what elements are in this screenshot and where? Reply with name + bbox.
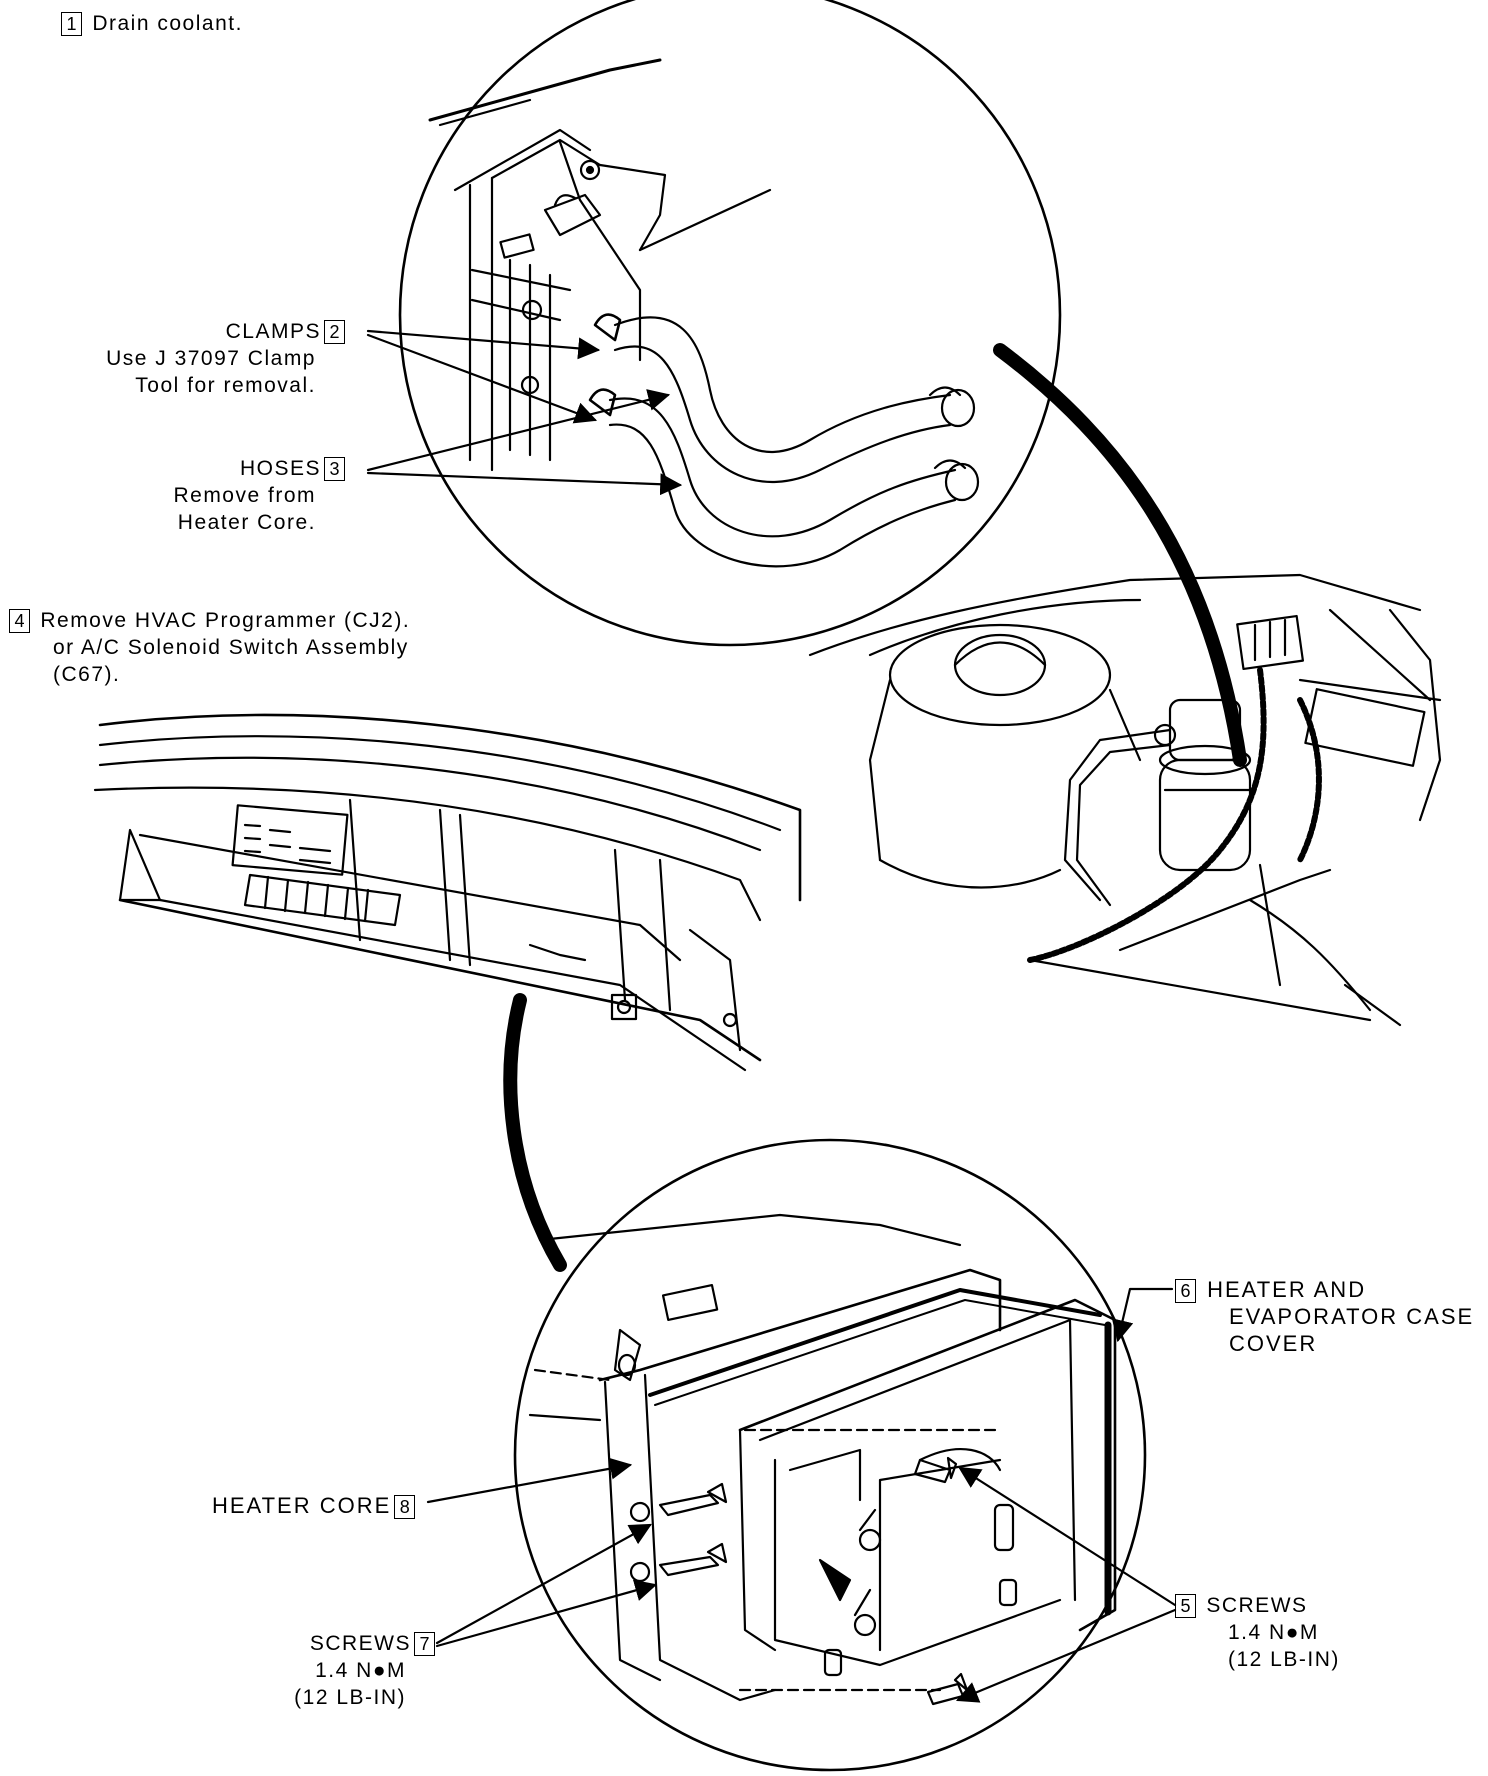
step-3-title: HOSES bbox=[239, 457, 321, 480]
screw-7a bbox=[629, 1482, 728, 1523]
step-2-number-box: 2 bbox=[324, 320, 345, 345]
step-4-line3: (C67). bbox=[53, 663, 121, 686]
step-2-line1: Use J 37097 Clamp bbox=[106, 347, 316, 370]
step-1-number-box: 1 bbox=[61, 12, 82, 37]
step-7-line1: 1.4 N●M bbox=[315, 1659, 406, 1682]
hose-detail-circle bbox=[398, 0, 1062, 647]
step-1-text: Drain coolant. bbox=[92, 12, 243, 35]
step-4-line1: Remove HVAC Programmer (CJ2). bbox=[40, 609, 411, 632]
step-3-line1: Remove from bbox=[173, 484, 316, 507]
step-5-line1: 1.4 N●M bbox=[1228, 1621, 1319, 1644]
step-3-line2: Heater Core. bbox=[177, 511, 316, 534]
step-7-number-box: 7 bbox=[414, 1632, 435, 1657]
step-2-title: CLAMPS bbox=[225, 320, 321, 343]
step-7-title: SCREWS bbox=[309, 1632, 411, 1655]
step-7-line2: (12 LB-IN) bbox=[294, 1686, 406, 1709]
step-4-line2: or A/C Solenoid Switch Assembly bbox=[53, 636, 409, 659]
step-5-title: SCREWS bbox=[1206, 1594, 1308, 1617]
case-detail-circle bbox=[513, 1138, 1147, 1772]
step-6-line2: EVAPORATOR CASE bbox=[1229, 1304, 1475, 1330]
step-8-number-box: 8 bbox=[394, 1495, 416, 1520]
step-6-line3: COVER bbox=[1229, 1331, 1318, 1357]
detail-link-upper bbox=[993, 343, 1247, 767]
screw-7b bbox=[629, 1542, 728, 1583]
step-5-number-box: 5 bbox=[1175, 1594, 1196, 1619]
step-1-label: 1 Drain coolant. bbox=[58, 10, 243, 37]
screw-5a bbox=[913, 1456, 958, 1484]
instrument-panel-view bbox=[93, 713, 802, 1072]
step-5-callout: 5 SCREWS 1.4 N●M (12 LB-IN) bbox=[1172, 1592, 1340, 1673]
leader-lines bbox=[366, 329, 1177, 1703]
step-6-callout: 6 HEATER AND EVAPORATOR CASE COVER bbox=[1172, 1276, 1474, 1357]
detail-link-lower bbox=[503, 993, 567, 1272]
step-4-number-box: 4 bbox=[9, 609, 30, 634]
step-8-title: HEATER CORE bbox=[212, 1493, 392, 1518]
step-6-number-box: 6 bbox=[1175, 1279, 1196, 1304]
engine-bay-view bbox=[808, 573, 1442, 1027]
step-4-callout: 4 Remove HVAC Programmer (CJ2). or A/C S… bbox=[6, 607, 410, 688]
step-5-line2: (12 LB-IN) bbox=[1228, 1648, 1340, 1671]
step-2-line2: Tool for removal. bbox=[135, 374, 316, 397]
step-3-number-box: 3 bbox=[324, 457, 345, 482]
step-6-line1: HEATER AND bbox=[1207, 1277, 1367, 1302]
